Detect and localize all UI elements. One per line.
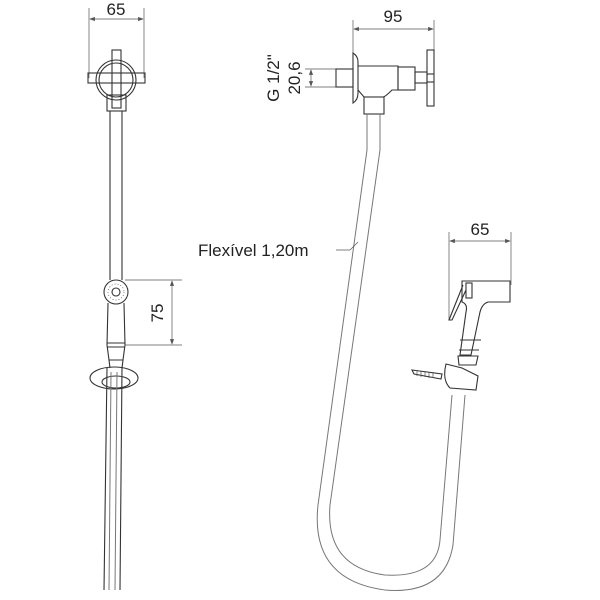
dimension-handshower-length: 75 [125, 279, 182, 346]
handshower-front [103, 279, 129, 369]
dimension-thread: 20,6 G 1/2" [264, 54, 336, 102]
dimension-front-width: 65 [88, 0, 145, 78]
dim-handshower-width: 65 [471, 220, 490, 239]
dimension-valve-depth: 95 [352, 7, 435, 55]
hose-front [109, 111, 123, 280]
dimension-handshower-width: 65 [448, 220, 512, 320]
dim-front-width: 65 [107, 0, 126, 19]
handshower-side: 65 [411, 220, 512, 391]
valve-handle [87, 49, 146, 112]
dim-valve-depth: 95 [384, 7, 403, 26]
hose-front-lower [103, 367, 123, 591]
holder-front [89, 366, 139, 390]
dim-thread-height: 20,6 [285, 61, 304, 94]
front-view: 65 75 [87, 0, 182, 591]
hose-label: Flexível 1,20m [198, 241, 359, 260]
wall-screw [411, 369, 443, 380]
valve-body [335, 49, 435, 115]
hose-side [316, 114, 466, 591]
thread-spec: G 1/2" [264, 54, 283, 102]
hose-length-label: Flexível 1,20m [198, 241, 309, 260]
side-view: 95 20,6 G 1/2" Flexível 1,20m [198, 7, 466, 591]
dim-handshower-length: 75 [148, 304, 167, 323]
